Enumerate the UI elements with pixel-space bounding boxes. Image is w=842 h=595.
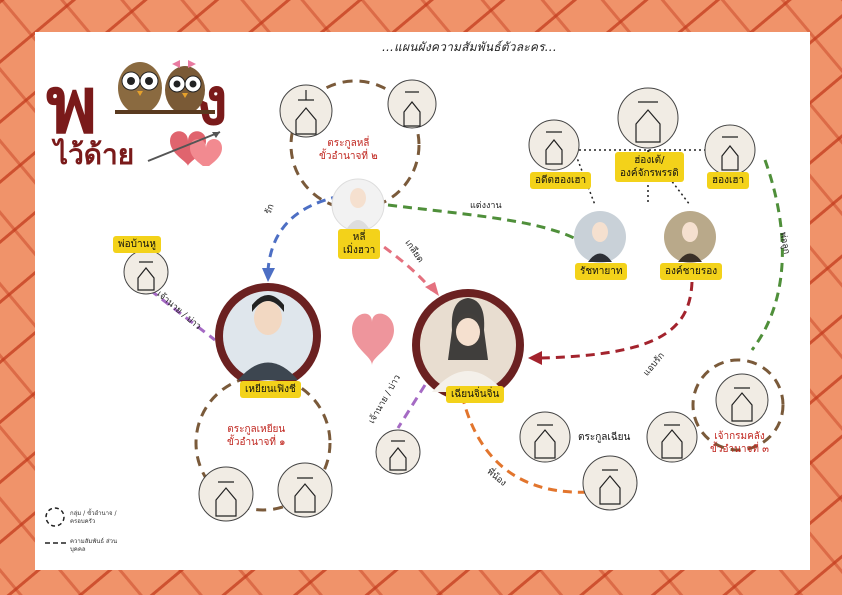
label-emperor: ฮ่องเต้/ องค์จักรพรรดิ xyxy=(615,152,684,182)
label-steward: พ่อบ้านหู xyxy=(113,236,161,253)
love-arrowhead xyxy=(262,268,275,282)
relation-marry: แต่งงาน xyxy=(470,201,502,211)
li-family-ring xyxy=(289,79,421,211)
label-second-prince: องค์ชายรอง xyxy=(660,263,723,280)
treasury-ring xyxy=(691,358,785,452)
former-empress-icon xyxy=(528,119,580,171)
yan-portrait xyxy=(238,295,298,380)
li-member-1-icon xyxy=(279,84,333,138)
yan-family-label: ตระกูลเหยียน ขั้วอำนาจที่ ๑ xyxy=(227,424,286,448)
label-yan-feng-qi: เหยียนเฟิงชี xyxy=(240,381,301,398)
legend-group-text: กลุ่ม / ขั้วอำนาจ / ครอบครัว xyxy=(70,510,117,525)
label-crown-prince: รัชทายาท xyxy=(575,263,628,280)
lian-member-3-icon xyxy=(582,455,638,511)
legend-group-icon xyxy=(45,507,65,527)
legend-relation-text: ความสัมพันธ์ ส่วนบุคคล xyxy=(70,538,118,553)
chart-title: ...แผนผังความสัมพันธ์ตัวละคร... xyxy=(382,40,557,54)
master-servant-left-line xyxy=(149,288,216,342)
secret-love-line xyxy=(539,281,694,360)
label-former-empress: อดีตฮองเฮา xyxy=(530,172,592,189)
emperor-icon xyxy=(617,87,679,149)
treasury-lord-icon xyxy=(715,373,769,427)
secret-love-arrowhead xyxy=(528,351,542,365)
label-empress: ฮองเฮา xyxy=(707,172,750,189)
owl-left-icon xyxy=(118,62,162,114)
marry-line xyxy=(387,203,579,242)
royal-connector xyxy=(573,149,735,206)
siblings-line xyxy=(460,394,591,494)
yan-member-2-icon xyxy=(277,462,333,518)
logo-subtitle: ไว้ด้าย xyxy=(51,138,134,166)
master-servant-right-line xyxy=(396,384,427,429)
heart-icon xyxy=(352,313,394,365)
hate-arrowhead xyxy=(425,282,439,296)
logo: พ ง ไว้ด้าย xyxy=(46,60,228,166)
logo-letter-left: พ xyxy=(46,60,97,151)
love-line xyxy=(266,194,341,271)
li-family-label: ตระกูลหลี่ ขั้วอำนาจที่ ๒ xyxy=(319,138,378,162)
lian-family-label: ตระกูลเฉียน xyxy=(578,432,631,443)
label-lian-jin-jin: เฉียนจิ่นจิ่น xyxy=(446,386,505,403)
yan-member-1-icon xyxy=(198,466,254,522)
lian-member-2-icon xyxy=(646,411,698,463)
treasury-lord-label: เจ้ากรมคลัง ขั้วอำนาจที่ ๓ xyxy=(710,431,769,455)
servant-icon xyxy=(375,429,421,475)
owl-right-icon xyxy=(165,60,205,114)
li-member-2-icon xyxy=(387,79,437,129)
label-li-meng-hua: หลี่ เมิ่งฮวา xyxy=(338,229,381,259)
hearts-arrow-icon xyxy=(147,131,222,166)
lian-member-1-icon xyxy=(519,411,571,463)
